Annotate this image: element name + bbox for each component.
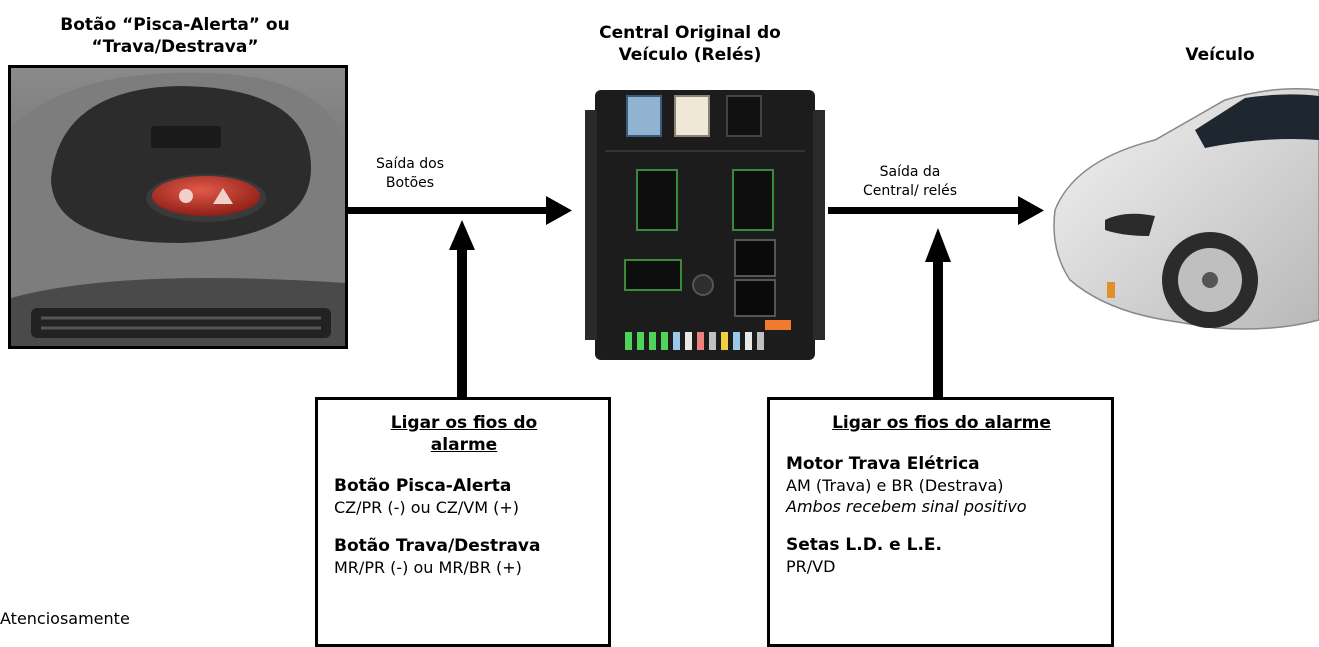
right-box-header: Ligar os fios do alarme <box>832 413 1051 433</box>
right-box-item1-text: AM (Trava) e BR (Destrava) <box>786 476 1004 495</box>
button-panel-title-line1: Botão “Pisca-Alerta” ou <box>60 15 290 35</box>
left-box-header-line1: Ligar os fios do <box>390 413 538 433</box>
button-panel-title: Botão “Pisca-Alerta” ou “Trava/Destrava” <box>10 14 340 58</box>
dashboard-illustration <box>11 68 345 346</box>
right-box-item2-title: Setas L.D. e L.E. <box>786 535 942 555</box>
right-box-item1-note: Ambos recebem sinal positivo <box>786 497 1027 516</box>
central-title: Central Original do Veículo (Relés) <box>560 22 820 66</box>
footer-text: Atenciosamente <box>0 609 130 628</box>
arrow-buttons-to-central <box>348 196 572 225</box>
left-box-item1-title: Botão Pisca-Alerta <box>334 476 512 496</box>
car-illustration <box>1053 88 1319 330</box>
left-box-header-line2: alarme <box>430 435 498 455</box>
left-box-item2-text: MR/PR (-) ou MR/BR (+) <box>334 558 522 577</box>
arrow-left-box-up <box>449 220 475 397</box>
arrow-right-box-up <box>925 228 951 397</box>
left-box-item1-text: CZ/PR (-) ou CZ/VM (+) <box>334 498 519 517</box>
central-title-line1: Central Original do <box>599 23 781 43</box>
right-box-item1-title: Motor Trava Elétrica <box>786 454 980 474</box>
right-wiring-box: Ligar os fios do alarme Motor Trava Elét… <box>767 397 1114 647</box>
arrow-right-label-line1: Saída da <box>879 164 941 180</box>
arrow-right-label: Saída da Central/ relés <box>840 163 980 201</box>
button-panel-photo <box>8 65 348 349</box>
vehicle-title: Veículo <box>1185 45 1255 65</box>
vehicle-photo <box>1045 70 1319 360</box>
relay-box-illustration <box>585 90 825 360</box>
button-panel-title-line2: “Trava/Destrava” <box>91 37 259 57</box>
arrow-left-label-line1: Saída dos <box>375 156 445 172</box>
left-box-header: Ligar os fios do alarme <box>334 412 594 456</box>
left-wiring-box: Ligar os fios do alarme Botão Pisca-Aler… <box>315 397 611 647</box>
arrow-left-label: Saída dos Botões <box>360 155 460 193</box>
central-relay-photo <box>585 80 825 380</box>
left-box-item2-title: Botão Trava/Destrava <box>334 536 541 556</box>
right-box-item2-text: PR/VD <box>786 557 836 576</box>
arrow-right-label-line2: Central/ relés <box>862 183 957 199</box>
arrow-central-to-vehicle <box>828 196 1044 225</box>
central-title-line2: Veículo (Relés) <box>618 45 762 65</box>
arrow-left-label-line2: Botões <box>385 175 435 191</box>
